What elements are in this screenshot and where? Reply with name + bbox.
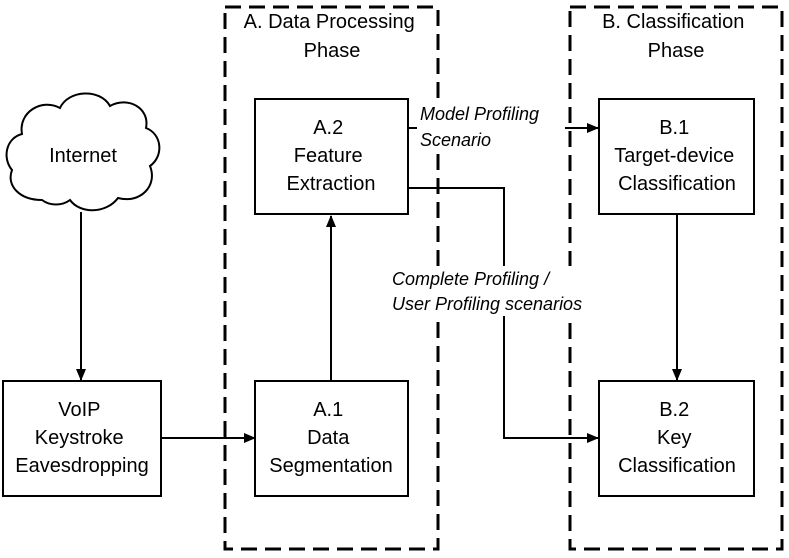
voip-line-1: VoIP <box>58 399 100 421</box>
edge-label-complete-profiling-line-2: User Profiling scenarios <box>392 294 582 314</box>
voip-line-3: Eavesdropping <box>15 455 148 477</box>
b2-line-1: B.2 <box>659 399 689 421</box>
a2-line-2: Feature <box>294 145 363 167</box>
a1-line-3: Segmentation <box>269 455 392 477</box>
edge-label-complete-profiling: Complete Profiling / User Profiling scen… <box>392 269 582 314</box>
a2-line-1: A.2 <box>313 117 343 139</box>
edge-label-model-profiling-line-2: Scenario <box>420 130 491 150</box>
edge-label-complete-profiling-line-1: Complete Profiling / <box>392 269 551 289</box>
edge-label-model-profiling-line-1: Model Profiling <box>420 104 539 124</box>
internet-cloud-icon <box>5 92 161 212</box>
model-profiling-label-bg <box>417 101 565 149</box>
b2-line-2: Key <box>657 427 691 449</box>
a1-label: A.1 Data Segmentation <box>269 399 392 477</box>
a1-data-segmentation-box <box>254 380 409 497</box>
phase-a-title-line-1: A. Data Processing <box>244 11 415 33</box>
phase-b-title-line-1: B. Classification <box>602 11 744 33</box>
a2-feature-extraction-box <box>254 98 409 215</box>
a1-line-1: A.1 <box>313 399 343 421</box>
phase-a-title-line-2: Phase <box>304 40 361 62</box>
a2-label: A.2 Feature Extraction <box>287 117 376 195</box>
b2-line-3: Classification <box>618 455 736 477</box>
b2-label: B.2 Key Classification <box>618 399 736 477</box>
complete-profiling-label-bg <box>388 266 620 316</box>
phase-a-title: A. Data Processing Phase <box>244 11 421 62</box>
b1-line-3: Classification <box>618 173 736 195</box>
voip-label: VoIP Keystroke Eavesdropping <box>15 399 148 477</box>
b1-line-1: B.1 <box>659 117 689 139</box>
b2-key-classification-box <box>598 380 755 497</box>
voip-line-2: Keystroke <box>35 427 124 449</box>
a2-line-3: Extraction <box>287 173 376 195</box>
b1-line-2: Target-device <box>614 145 734 167</box>
phase-b-title: B. Classification Phase <box>602 11 750 62</box>
internet-label: Internet <box>49 145 117 167</box>
b1-target-device-classification-box <box>598 98 755 215</box>
edge-label-model-profiling: Model Profiling Scenario <box>420 104 544 150</box>
phase-b-title-line-2: Phase <box>648 40 705 62</box>
b1-label: B.1 Target-device Classification <box>614 117 740 195</box>
voip-keystroke-eavesdropping-box <box>2 380 162 497</box>
a1-line-2: Data <box>307 427 350 449</box>
